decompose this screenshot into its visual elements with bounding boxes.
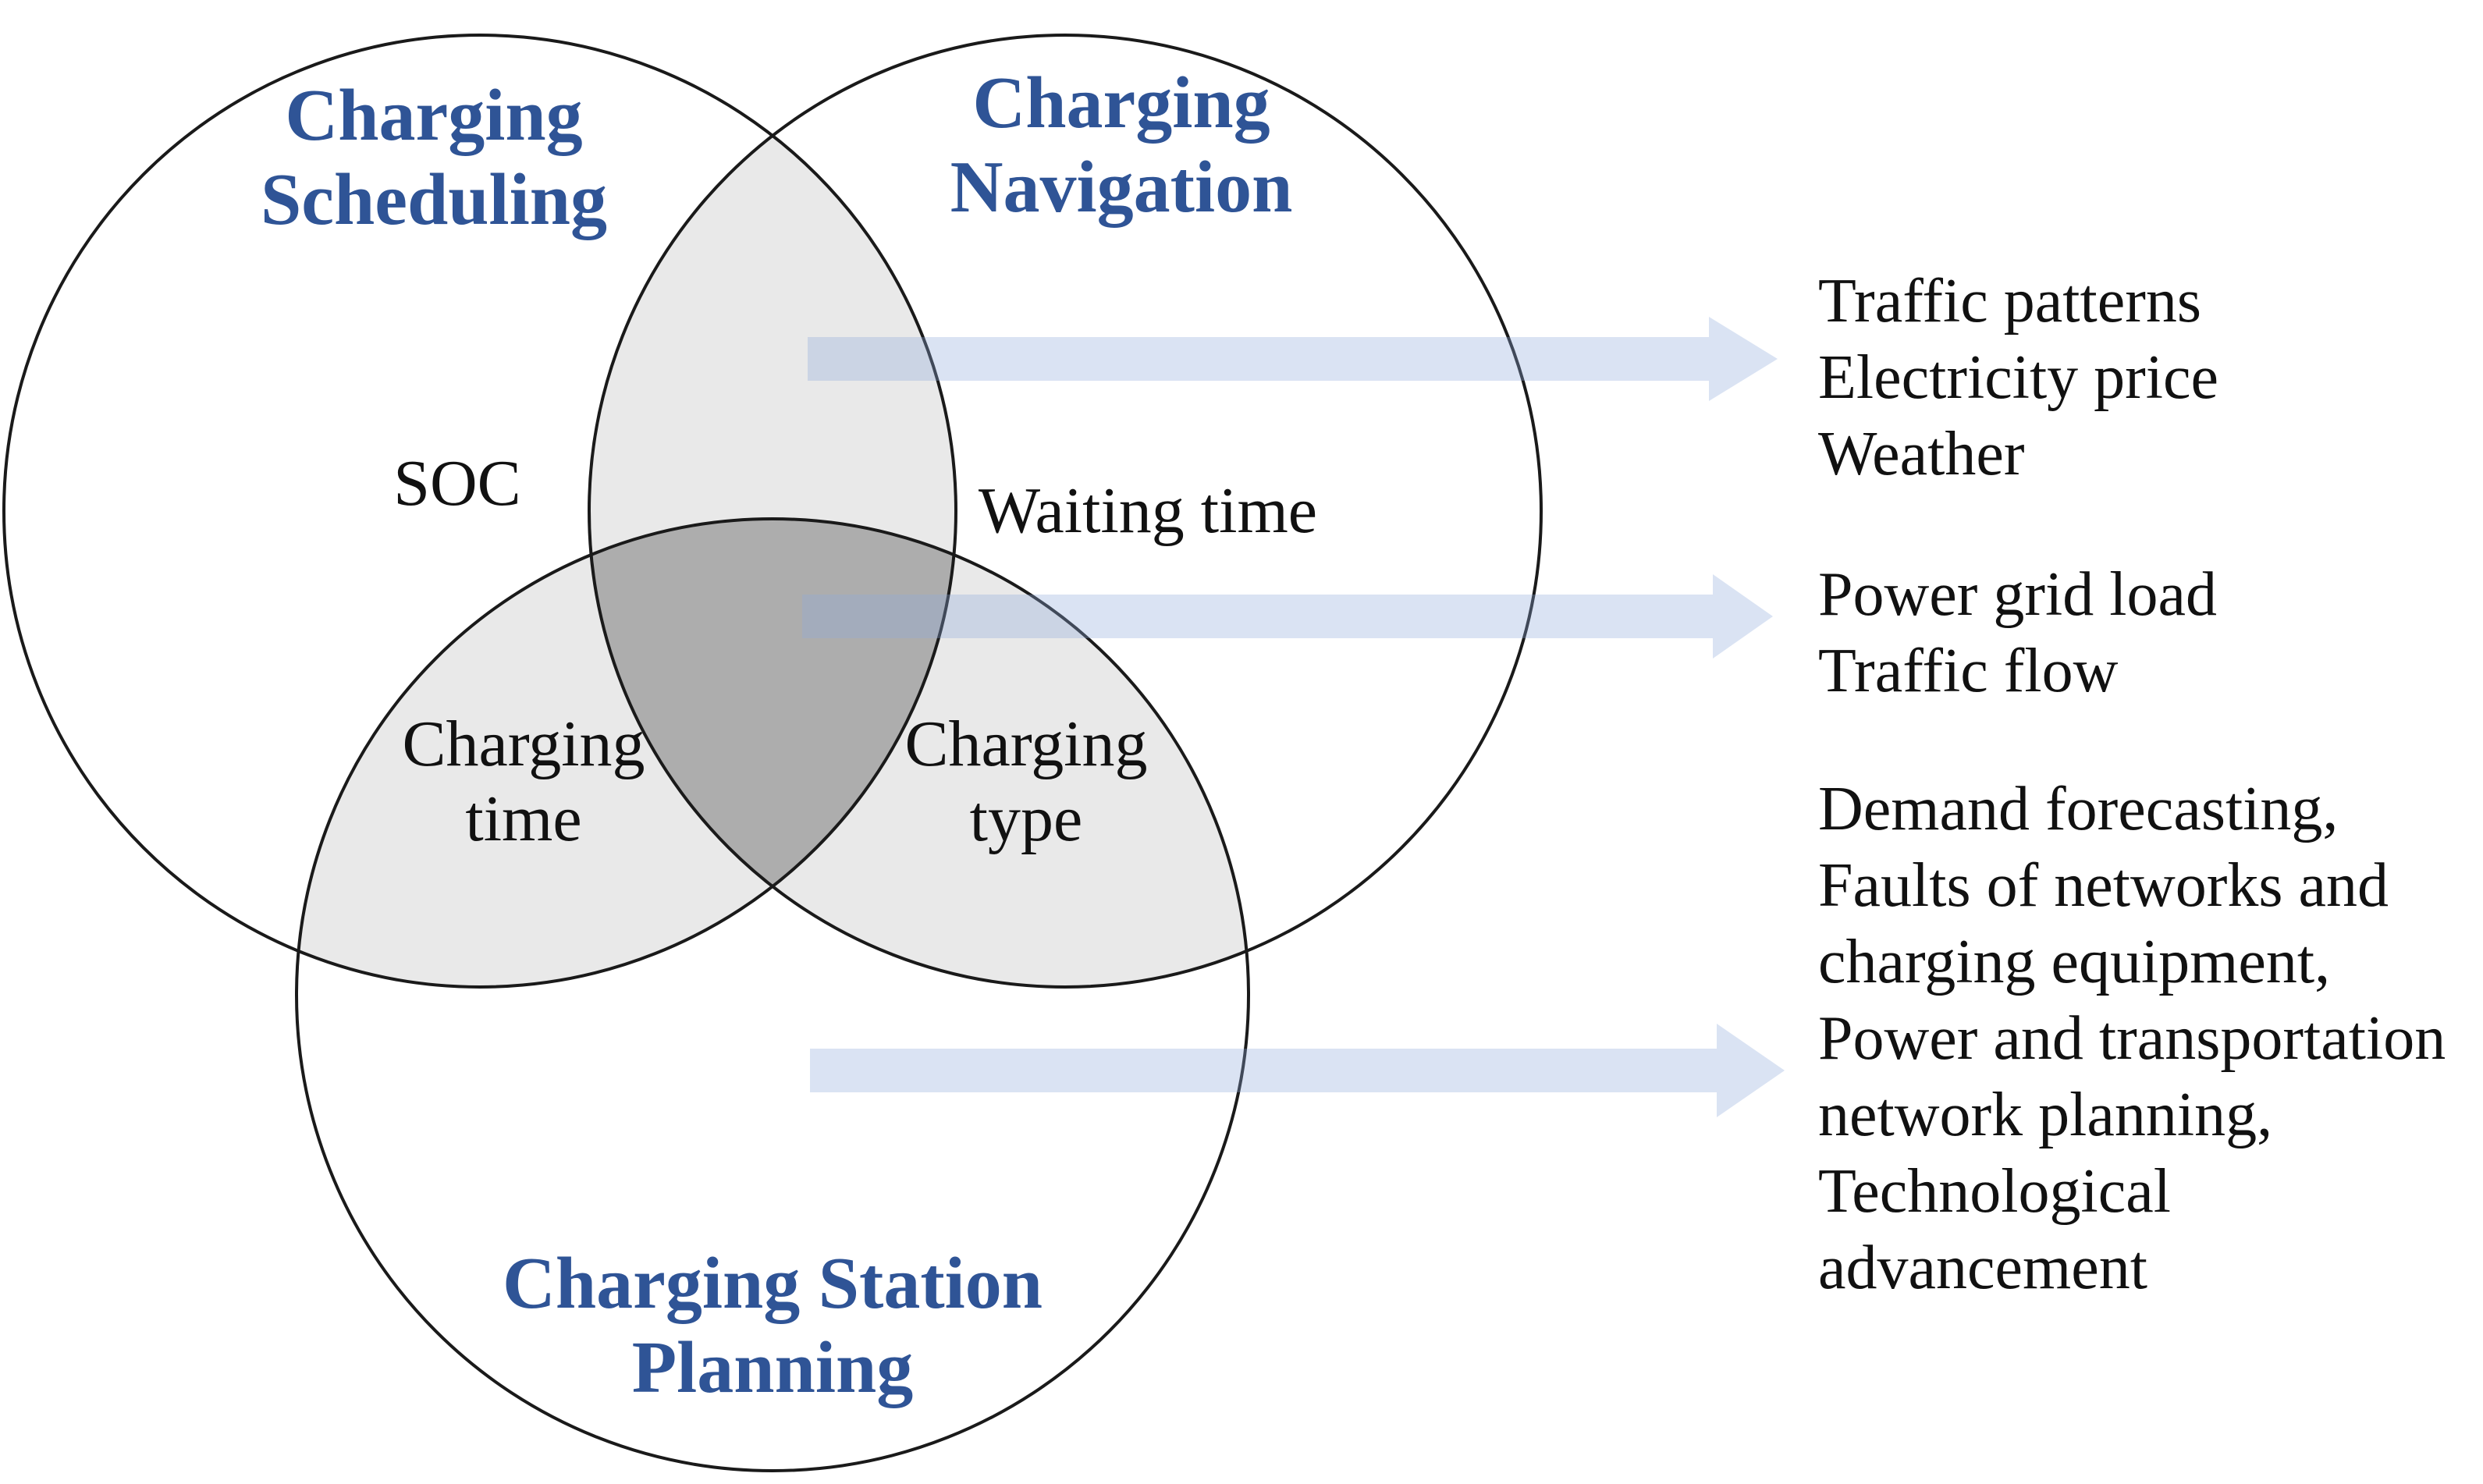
venn-circle-charging-station-planning bbox=[295, 517, 1250, 1472]
circle-title-charging-station-planning: Charging Station Planning bbox=[502, 1243, 1043, 1408]
region-label-charging-type: Charging type bbox=[904, 708, 1148, 855]
venn-circle-charging-scheduling bbox=[2, 34, 957, 989]
callout-text-navigation-factors: Traffic patterns Electricity price Weath… bbox=[1818, 267, 2219, 488]
circle-title-charging-scheduling: Charging Scheduling bbox=[260, 75, 608, 240]
arrow-to-callout-1 bbox=[808, 317, 1778, 401]
overlap-region-center bbox=[591, 518, 954, 887]
region-label-waiting-time: Waiting time bbox=[978, 474, 1318, 547]
callout-text-planning-factors: Demand forecasting, Faults of networks a… bbox=[1818, 775, 2446, 1302]
arrow-to-callout-3 bbox=[810, 1024, 1785, 1117]
overlap-region-scheduling-planning bbox=[298, 555, 773, 988]
venn-circle-charging-navigation bbox=[588, 34, 1543, 989]
region-label-charging-time: Charging time bbox=[402, 708, 645, 855]
overlap-region-navigation-planning bbox=[773, 555, 1247, 988]
arrow-to-callout-2 bbox=[802, 574, 1773, 659]
region-label-soc: SOC bbox=[393, 447, 521, 520]
overlap-region-scheduling-navigation bbox=[588, 135, 957, 555]
callout-text-center-factors: Power grid load Traffic flow bbox=[1818, 560, 2218, 705]
circle-title-charging-navigation: Charging Navigation bbox=[950, 62, 1293, 228]
